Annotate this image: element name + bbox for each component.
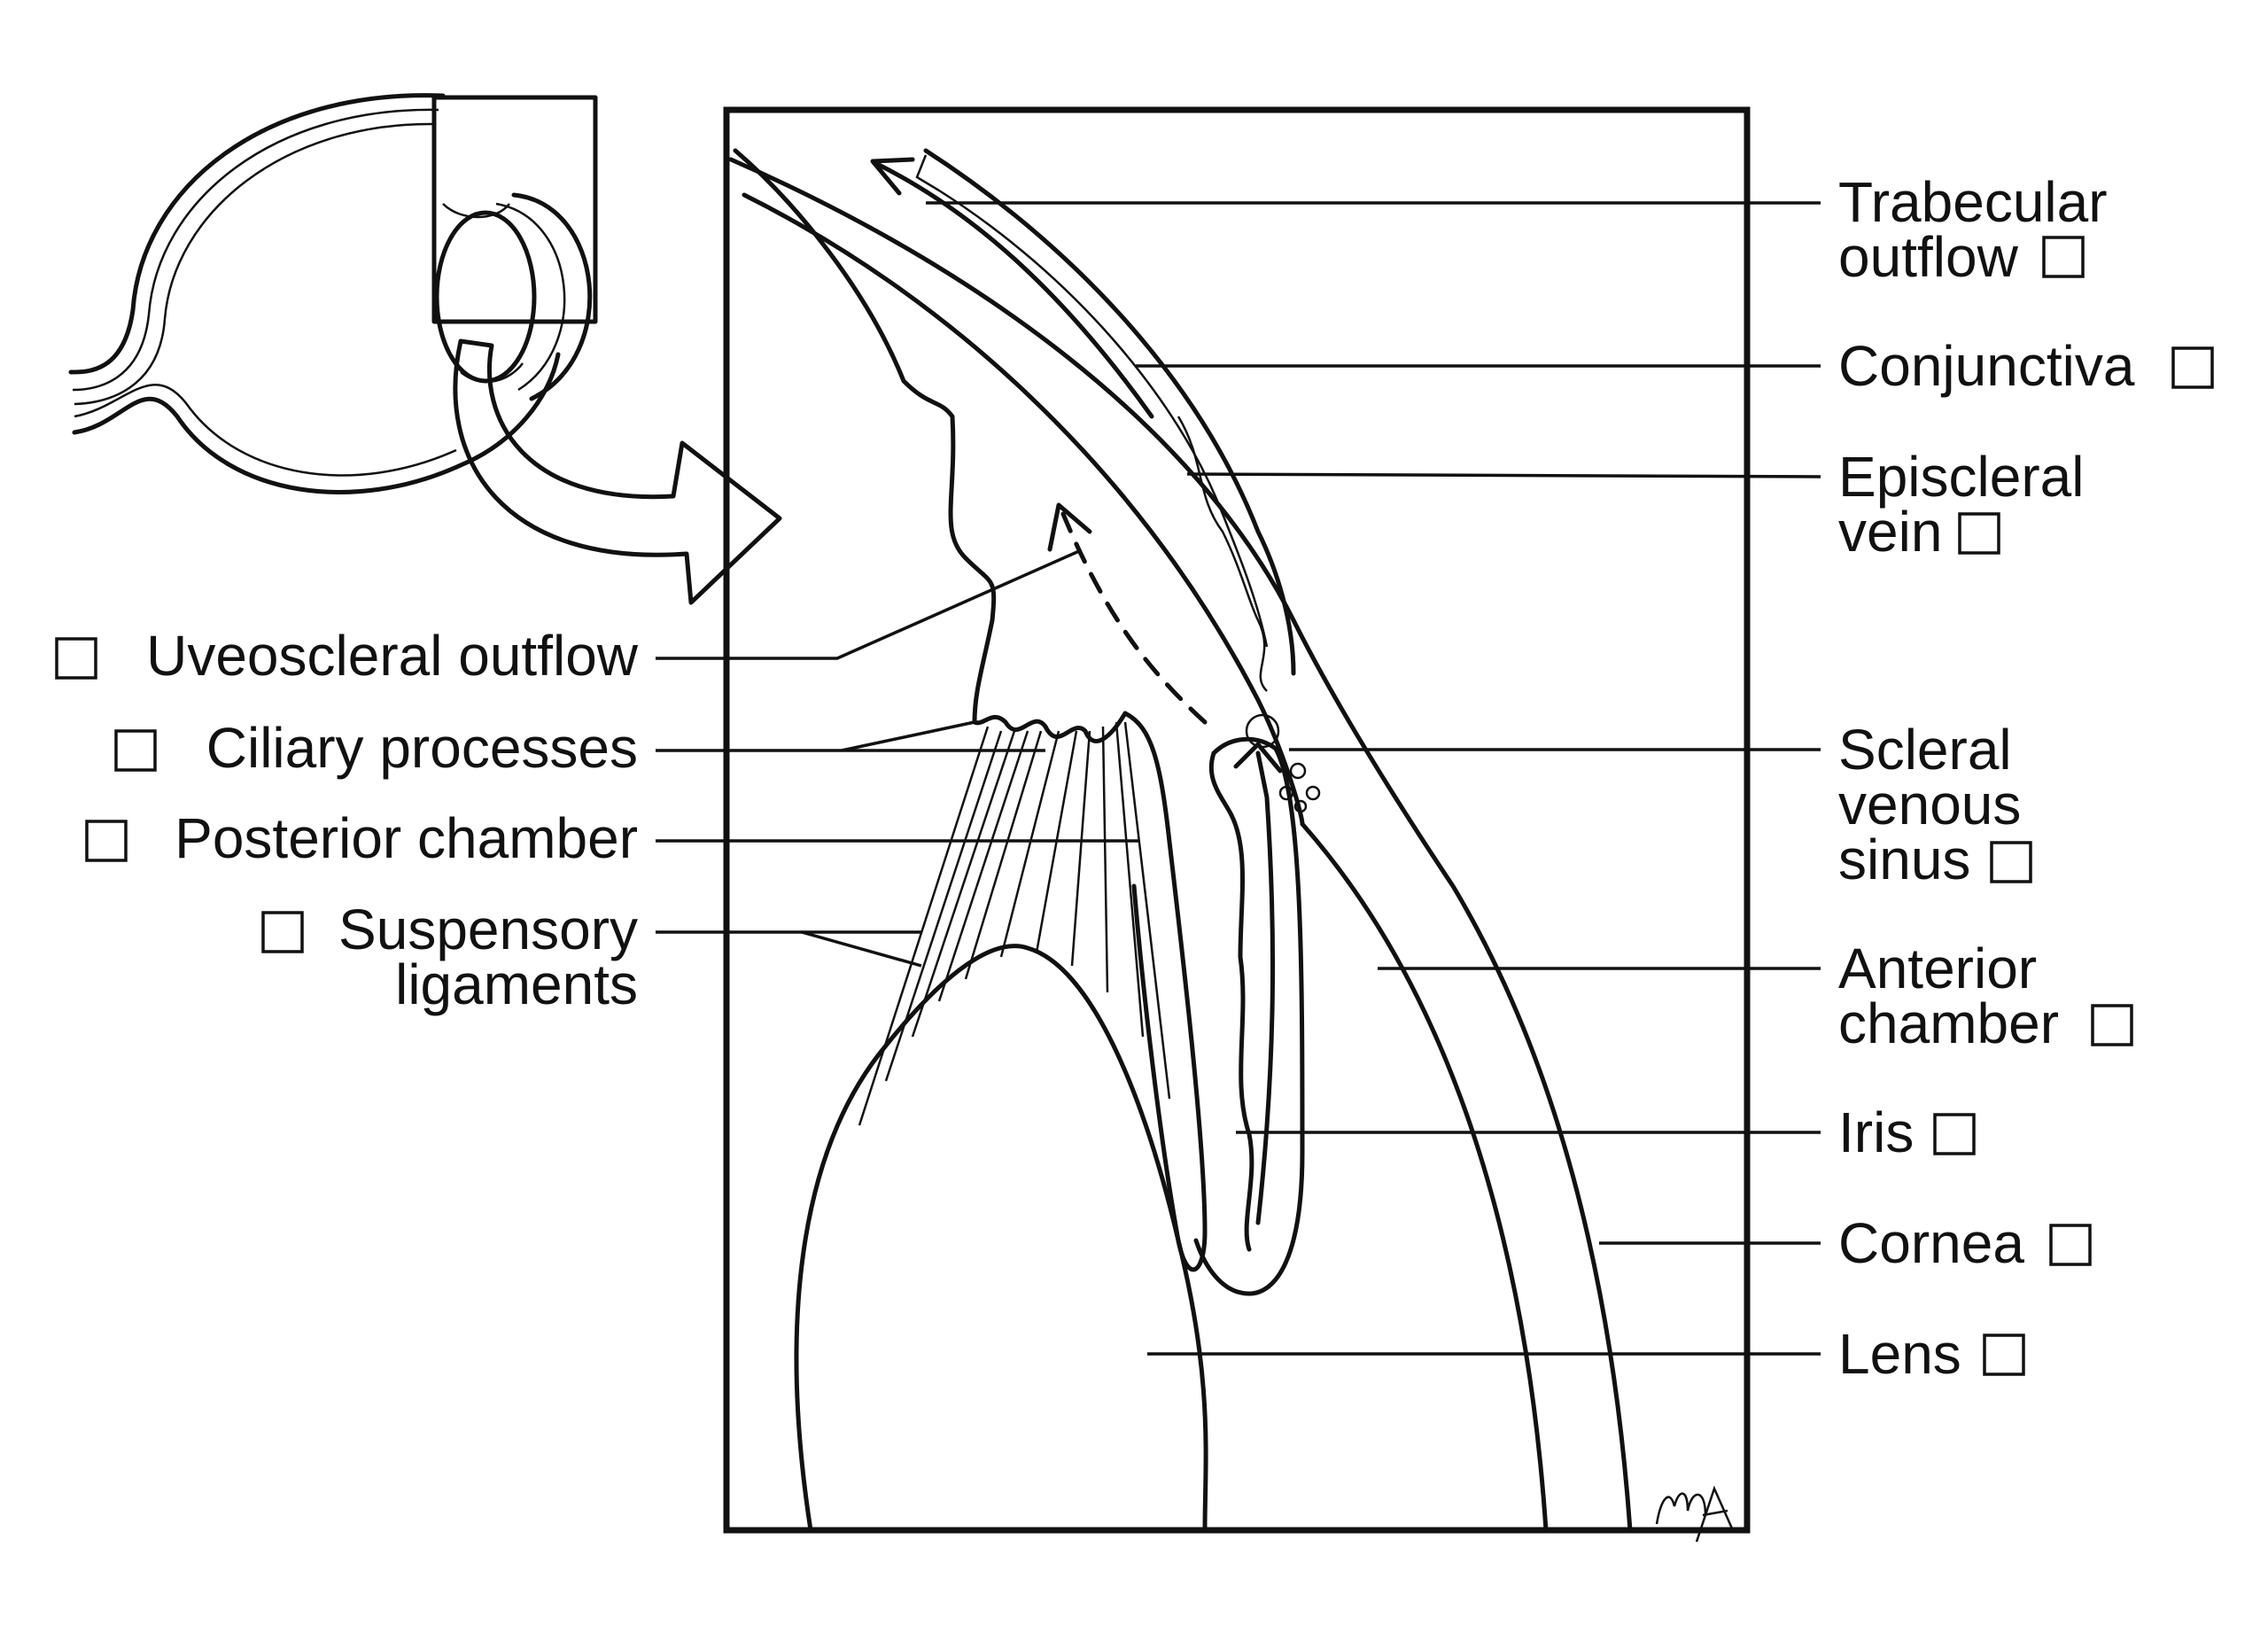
label-text: outflow [1838,225,2019,289]
label-text: Suspensory [338,898,638,961]
suspensory-ligament-lines [858,721,1171,1126]
signature [1655,1485,1734,1543]
label-text: Conjunctiva [1838,334,2135,398]
label-ciliary-processes: Ciliary processes [114,716,638,780]
label-text: Trabecular [1838,170,2108,234]
label-text: ligaments [395,953,638,1016]
checkbox[interactable] [1983,1334,2025,1376]
label-text: Episcleral [1838,445,2084,509]
label-text: Scleral [1838,718,2012,782]
checkbox[interactable] [2049,1224,2092,1266]
zoom-arrow [453,338,782,605]
label-cornea: Cornea [1838,1211,2092,1275]
label-text: Lens [1838,1322,1961,1386]
checkbox[interactable] [261,911,304,953]
label-anterior-chamber: Anterior chamber [1838,937,2133,1055]
checkbox[interactable] [2042,236,2085,278]
checkbox[interactable] [2091,1004,2133,1046]
label-episcleral-vein: Episcleral vein [1838,445,2084,564]
checkbox[interactable] [1933,1113,1976,1155]
detail-panel [723,106,1751,1543]
eye-overview [68,93,598,494]
label-iris: Iris [1838,1100,1976,1164]
checkbox[interactable] [55,637,97,680]
checkbox[interactable] [114,729,157,772]
label-text: chamber [1838,991,2059,1055]
label-suspensory-ligaments: Suspensory ligaments [261,898,638,1016]
label-text: Iris [1838,1100,1914,1164]
label-text: Ciliary processes [206,716,638,780]
label-text: Posterior chamber [175,806,638,870]
label-trabecular-outflow: Trabecular outflow [1838,170,2108,289]
label-text: Uveoscleral outflow [146,624,639,688]
label-scleral-venous-sinus: Scleral venous sinus [1838,718,2032,891]
checkbox[interactable] [1958,512,2000,555]
left-leaders [656,549,1138,968]
label-text: Anterior [1838,937,2037,1000]
label-text: vein [1838,500,1942,564]
label-uveoscleral-outflow: Uveoscleral outflow [55,624,639,688]
label-text: Cornea [1838,1211,2024,1275]
label-text: sinus [1838,828,1970,891]
checkbox[interactable] [85,820,128,862]
right-leaders [926,201,1821,1356]
checkbox[interactable] [2171,346,2214,389]
label-text: venous [1838,773,2021,836]
checkbox[interactable] [1990,841,2032,883]
label-posterior-chamber: Posterior chamber [85,806,638,870]
label-conjunctiva: Conjunctiva [1838,334,2214,398]
label-lens: Lens [1838,1322,2025,1386]
